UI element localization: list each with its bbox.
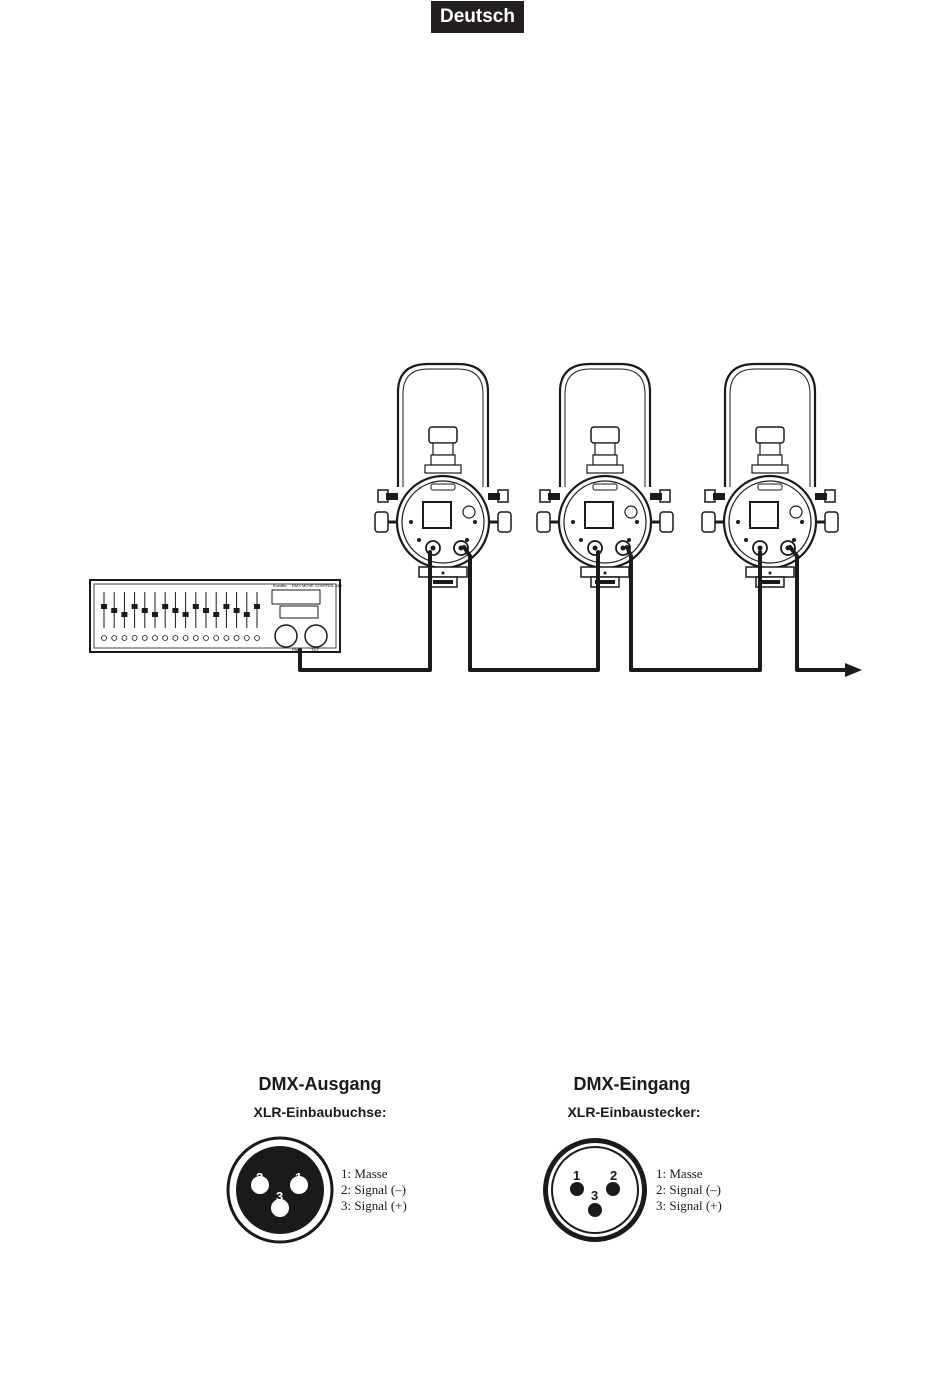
legend-line: 1: Masse [341, 1166, 407, 1182]
legend-line: 1: Masse [656, 1166, 722, 1182]
fader-button [244, 636, 249, 641]
fader-knob [183, 612, 189, 617]
fader-knob [234, 608, 240, 613]
fader-button [122, 636, 127, 641]
fader-knob [121, 612, 127, 617]
socket-pin-1: 1 [295, 1170, 302, 1185]
fader-knob [172, 608, 178, 613]
spotlight-2 [537, 364, 673, 587]
xlr-plug-drawing: 1 2 3 [543, 1138, 647, 1242]
socket-pin-2: 2 [256, 1170, 263, 1185]
legend-line: 3: Signal (+) [341, 1198, 407, 1214]
pinout-subtitle-input: XLR-Einbaustecker: [504, 1104, 764, 1120]
fader-button [234, 636, 239, 641]
controller-in-label: TILT [311, 647, 319, 652]
pinout-subtitle-output: XLR-Einbaubuchse: [190, 1104, 450, 1120]
fader-button [193, 636, 198, 641]
fader-knob [142, 608, 148, 613]
controller-model: DMX MOVE CONTROL 512 [292, 583, 343, 588]
socket-pin-3: 3 [276, 1189, 283, 1204]
xlr-socket-drawing: 2 1 3 [228, 1138, 332, 1242]
plug-pin-1: 1 [573, 1168, 580, 1183]
pinout-legend-output: 1: Masse 2: Signal (–) 3: Signal (+) [341, 1166, 407, 1214]
fader-knob [162, 604, 168, 609]
fader-button [173, 636, 178, 641]
fader-button [204, 636, 209, 641]
spotlight-1 [375, 364, 511, 587]
cable-arrow-icon [845, 663, 862, 677]
spotlight-3 [702, 364, 838, 587]
fader-knob [203, 608, 209, 613]
pinout-title-output: DMX-Ausgang [190, 1074, 450, 1095]
fader-button [102, 636, 107, 641]
fader-knob [193, 604, 199, 609]
fader-button [255, 636, 260, 641]
fader-knob [132, 604, 138, 609]
legend-line: 3: Signal (+) [656, 1198, 722, 1214]
fader-knob [244, 612, 250, 617]
pinout-legend-input: 1: Masse 2: Signal (–) 3: Signal (+) [656, 1166, 722, 1214]
plug-pin-2: 2 [610, 1168, 617, 1183]
fader-button [112, 636, 117, 641]
fader-knob [111, 608, 117, 613]
fader-button [224, 636, 229, 641]
fader-knob [254, 604, 260, 609]
dmx-controller: Eurolite DMX MOVE CONTROL 512 PAN TILT [90, 580, 343, 652]
fader-button [153, 636, 158, 641]
fader-knob [213, 612, 219, 617]
fader-knob [101, 604, 107, 609]
fader-button [183, 636, 188, 641]
fader-button [214, 636, 219, 641]
legend-line: 2: Signal (–) [656, 1182, 722, 1198]
fader-knob [152, 612, 158, 617]
fader-knob [223, 604, 229, 609]
plug-pin-3: 3 [591, 1188, 598, 1203]
legend-line: 2: Signal (–) [341, 1182, 407, 1198]
fader-button [132, 636, 137, 641]
fader-button [142, 636, 147, 641]
pinout-title-input: DMX-Eingang [502, 1074, 762, 1095]
fader-button [163, 636, 168, 641]
controller-brand: Eurolite [273, 583, 287, 588]
